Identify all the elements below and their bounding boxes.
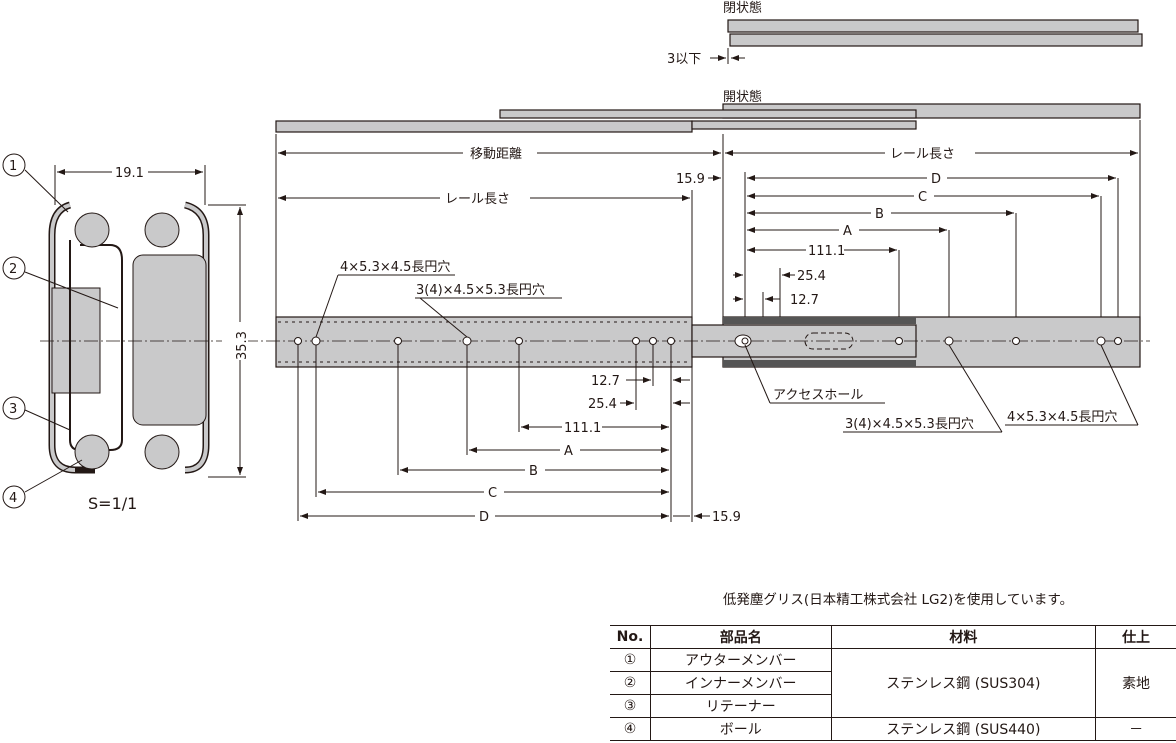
table-row: ① アウターメンバー ステンレス鋼 (SUS304) 素地 (610, 648, 1176, 718)
open-state-label: 開状態 (723, 89, 762, 105)
row-part: リテーナー (649, 694, 832, 718)
dim-b-right: B (875, 207, 884, 222)
table-row: ③ リテーナー (610, 694, 1176, 718)
section-height-dim: 35.3 (235, 331, 250, 360)
table-row: ④ ボール ステンレス鋼 (SUS440) － (610, 717, 1176, 741)
dim-111-1-left: 111.1 (564, 421, 601, 436)
inner-rail-side-view (275, 316, 693, 368)
hole-4-label-left: 4×5.3×4.5長円穴 (340, 260, 450, 275)
callout-4: 4 (9, 491, 17, 506)
callout-2: 2 (9, 262, 17, 277)
hole-3-label-left: 3(4)×4.5×5.3長円穴 (416, 283, 545, 298)
dim-d-left: D (479, 510, 489, 525)
scale-label: S=1/1 (88, 494, 137, 513)
travel-distance-label: 移動距離 (470, 147, 522, 162)
closed-rail-inner (729, 33, 1143, 47)
row-finish: － (1095, 717, 1176, 741)
dim-c-right: C (918, 190, 927, 205)
dim-15-9-right: 15.9 (676, 172, 705, 187)
row-material: ステンレス鋼 (SUS304) (830, 648, 1097, 718)
header-no: No. (610, 625, 651, 649)
open-rail-middle (499, 109, 917, 119)
hole-4-label-right: 4×5.3×4.5長円穴 (1007, 410, 1117, 425)
dim-15-9-left: 15.9 (712, 510, 741, 525)
open-rail-inner (275, 120, 693, 133)
dim-25-4-left: 25.4 (588, 397, 617, 412)
row-part: インナーメンバー (649, 671, 832, 695)
cross-section: 19.1 35.3 S=1/1 (40, 163, 250, 513)
row-part: アウターメンバー (649, 648, 832, 672)
dim-d-right: D (931, 172, 941, 187)
callout-3: 3 (9, 402, 17, 417)
row-part: ボール (649, 717, 832, 741)
header-part: 部品名 (649, 625, 832, 649)
callout-1: 1 (9, 159, 17, 174)
row-no: ④ (610, 717, 651, 741)
parts-table: No. 部品名 材料 仕上 ① アウターメンバー ステンレス鋼 (SUS304)… (610, 625, 1176, 741)
overhang-label: 3以下 (667, 52, 701, 67)
mounting-holes (294, 334, 1122, 348)
row-no: ① (610, 648, 651, 672)
rail-length-left-label: レール長さ (445, 192, 510, 207)
table-row: ② インナーメンバー (610, 671, 1176, 695)
row-finish: 素地 (1095, 648, 1176, 718)
dim-111-1-right: 111.1 (808, 244, 845, 259)
hole-3-label-right: 3(4)×4.5×5.3長円穴 (845, 417, 974, 432)
header-material: 材料 (830, 625, 1097, 649)
dim-a-right: A (843, 224, 852, 239)
row-no: ③ (610, 694, 651, 718)
dim-a-left: A (564, 444, 573, 459)
part-callouts: 1 2 3 4 (2, 153, 119, 509)
header-finish: 仕上 (1095, 625, 1176, 649)
closed-state-label: 閉状態 (723, 0, 762, 16)
access-hole-label: アクセスホール (773, 388, 863, 403)
left-dimension-set: 12.7 25.4 111.1 A B C D 15.9 (297, 345, 741, 525)
dim-c-left: C (488, 486, 497, 501)
open-rail-link (691, 120, 917, 130)
dim-25-4-right: 25.4 (797, 269, 826, 284)
rail-length-right-label: レール長さ (890, 147, 955, 162)
dim-12-7-left: 12.7 (591, 374, 620, 389)
dim-12-7-right: 12.7 (790, 293, 819, 308)
section-width-dim: 19.1 (115, 166, 144, 181)
right-dimension-set: D C B A 111.1 25.4 12.7 (733, 170, 1119, 345)
closed-rail-outer (727, 19, 1139, 33)
row-no: ② (610, 671, 651, 695)
dim-b-left: B (529, 464, 538, 479)
row-material: ステンレス鋼 (SUS440) (830, 717, 1097, 741)
grease-note: 低発塵グリス(日本精工株式会社 LG2)を使用しています。 (722, 592, 1074, 608)
